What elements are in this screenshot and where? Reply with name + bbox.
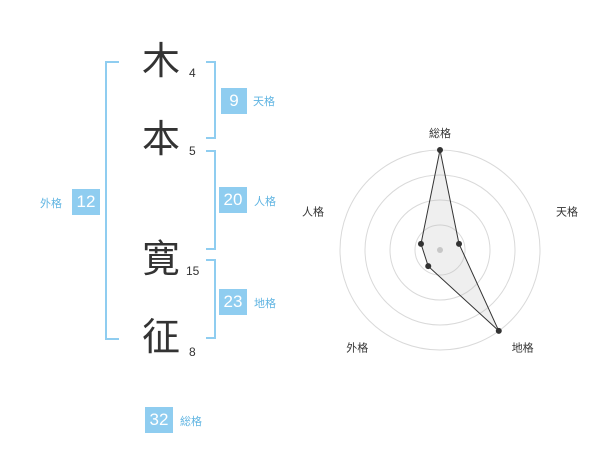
radar-axis-label-1: 総格 bbox=[429, 126, 451, 140]
chikaku-value: 23 bbox=[219, 289, 247, 315]
gaikaku-bracket bbox=[105, 61, 119, 340]
stroke-count-2: 5 bbox=[189, 144, 196, 158]
radar-point-5 bbox=[417, 240, 424, 247]
radar-axis-label-5: 人格 bbox=[302, 204, 324, 218]
soukaku-label: 総格 bbox=[180, 415, 202, 428]
stroke-count-4: 8 bbox=[189, 345, 196, 359]
tenkaku-value: 9 bbox=[221, 88, 247, 114]
radar-center bbox=[437, 247, 443, 253]
soukaku-value: 32 bbox=[145, 407, 173, 433]
radar-point-3 bbox=[495, 327, 502, 334]
chikaku-label: 地格 bbox=[254, 297, 276, 310]
stroke-count-1: 4 bbox=[189, 66, 196, 80]
radar-ring-3 bbox=[364, 174, 516, 326]
radar-series-polygon bbox=[420, 149, 500, 332]
radar-point-1 bbox=[437, 147, 443, 153]
gaikaku-value: 12 bbox=[72, 189, 100, 215]
radar-axis-label-4: 外格 bbox=[346, 341, 368, 355]
radar-axis-label-3: 地格 bbox=[512, 341, 534, 355]
radar-point-4 bbox=[425, 263, 432, 270]
jinkaku-value: 20 bbox=[219, 187, 247, 213]
name-char-1: 木 bbox=[141, 39, 180, 83]
radar-point-2 bbox=[456, 240, 463, 247]
radar-ring-2 bbox=[389, 199, 491, 301]
stroke-count-3: 15 bbox=[186, 264, 200, 278]
name-char-4: 征 bbox=[141, 315, 180, 359]
radar-axis-label-2: 天格 bbox=[556, 204, 578, 218]
name-char-2: 本 bbox=[141, 117, 180, 161]
jinkaku-label: 人格 bbox=[254, 195, 276, 208]
chikaku-bracket bbox=[206, 259, 216, 339]
tenkaku-bracket bbox=[206, 61, 216, 139]
radar-ring-1 bbox=[414, 224, 466, 276]
jinkaku-bracket bbox=[206, 150, 216, 250]
name-char-3: 寛 bbox=[141, 237, 180, 281]
gaikaku-label: 外格 bbox=[40, 197, 62, 210]
tenkaku-label: 天格 bbox=[253, 95, 275, 108]
